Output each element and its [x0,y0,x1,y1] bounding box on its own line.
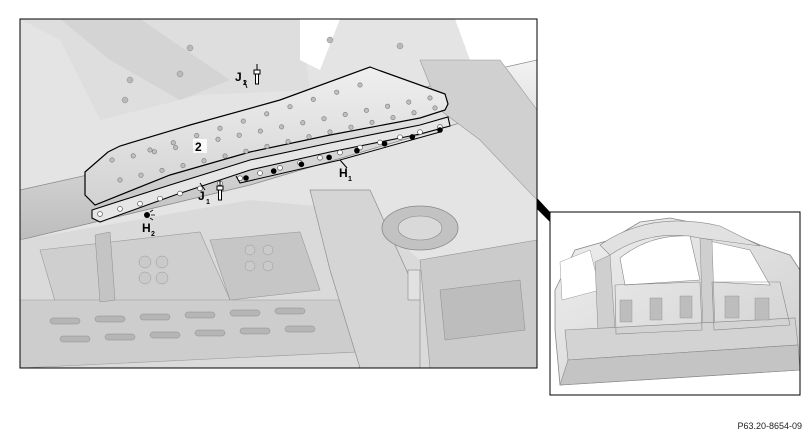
bolt-icon [216,64,261,201]
panel-hole [236,132,242,138]
panel-hole [427,95,433,101]
flange-hole [397,134,403,140]
panel-hole [327,129,333,135]
label-part-2: 2 [193,139,207,154]
panel-hole [264,111,270,117]
inset-overview-view [550,212,800,395]
svg-text:1: 1 [348,176,352,183]
panel-hole [240,118,246,124]
flange-hole [277,165,283,171]
svg-text:H: H [142,221,151,235]
flange-hole [317,154,323,161]
label-h2: H 2 [142,221,155,238]
panel-hole [138,172,144,178]
label-h1: H 1 [339,166,352,183]
panel-hole [432,105,438,111]
panel-hole [257,128,263,134]
rivet-row-h1 [235,127,443,184]
flange-hole [177,190,183,197]
filled-dot-icon [381,140,388,147]
panel-hole [159,167,165,173]
panel-hole [215,136,221,142]
svg-text:J: J [235,70,242,84]
flange-hole [337,149,343,156]
panel-hole [173,145,179,151]
panel-hole [180,163,186,169]
panel-hole [147,147,153,153]
inset-frame [549,211,801,396]
svg-text:2: 2 [151,231,155,238]
panel-hole [390,115,396,121]
svg-text:2: 2 [243,80,247,87]
filled-dot-icon [243,175,249,181]
panel-hole [194,133,200,139]
flange-hole [137,201,143,207]
panel-hole [334,89,340,95]
panel-hole [201,158,207,164]
panel-hole [222,153,228,159]
panel-hole [217,125,223,131]
panel-hole [348,124,354,130]
panel-hole [357,82,363,88]
panel-hole [321,116,327,122]
svg-text:J: J [198,189,205,203]
panel-hole [285,139,291,145]
panel-hole [342,112,348,118]
panel-hole [369,119,375,125]
filled-dot-icon [270,168,277,174]
label-j2: J 2 [235,70,247,87]
flange-hole [417,129,423,135]
filled-dot-icon [437,127,443,133]
label-j1: J 1 [198,189,210,206]
main-detail-frame [19,18,538,369]
panel-hole [243,148,249,154]
panel-hole [264,143,270,149]
panel-hole [411,110,417,116]
callout-lines [199,79,348,191]
flange-hole [377,139,383,146]
filled-dot-icon [326,154,332,161]
panel-hole [279,124,285,130]
panel-hole [117,177,123,183]
panel-hole [151,149,157,155]
filled-dot-icon [298,161,305,168]
svg-text:H: H [339,166,348,180]
panel-hole [406,99,412,105]
panel-hole [385,103,391,109]
figure-reference-number: P63.20-8654-09 [737,421,802,431]
filled-dot-icon [354,147,360,154]
flange-hole [117,206,123,212]
panel-hole [109,157,115,163]
flange-hole [257,170,263,176]
flange-hole [197,185,203,192]
flange-hole [97,211,103,217]
weld-point-icon [144,209,155,221]
panel-hole [310,96,316,102]
panel-hole [306,134,312,140]
filled-dot-icon [409,134,416,140]
flange-hole [157,195,163,202]
svg-text:1: 1 [206,199,210,206]
svg-text:2: 2 [195,140,202,154]
reinforcement-panel-2 [84,66,451,223]
panel-hole [300,120,306,126]
panel-hole [287,104,293,110]
panel-hole [170,140,176,146]
panel-hole [363,107,369,113]
panel-hole [130,153,136,159]
